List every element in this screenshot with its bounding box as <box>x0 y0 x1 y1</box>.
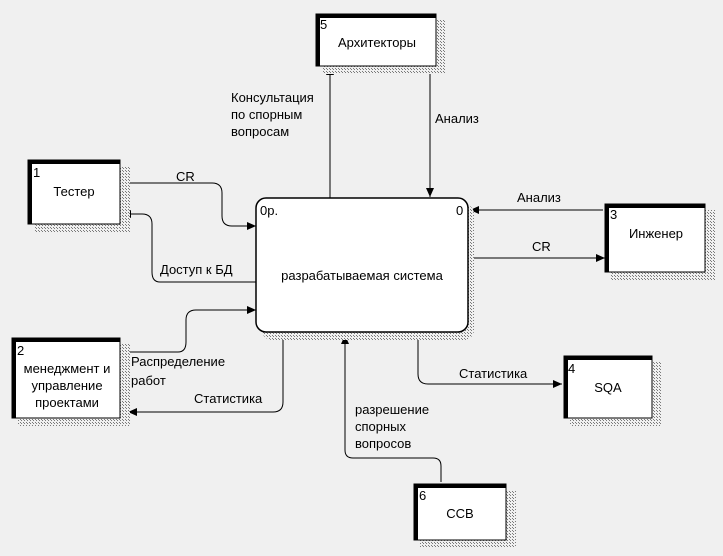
entity-box[interactable] <box>315 13 437 67</box>
flow-tester-to-system[interactable] <box>126 182 256 230</box>
entity-box[interactable] <box>27 159 121 225</box>
entity-sqa[interactable]: 4 SQA <box>563 355 662 426</box>
flow-label-architects-to-system: Анализ <box>435 111 479 126</box>
process-number: 0 <box>456 203 463 218</box>
flow-label-system-to-architects: Консультация <box>231 90 314 105</box>
entity-label: управление <box>31 378 102 393</box>
entity-label: менеджмент и <box>24 361 111 376</box>
process-label: разрабатываемая система <box>281 268 443 283</box>
entity-number: 5 <box>320 17 327 32</box>
entity-box[interactable] <box>11 337 121 419</box>
entity-label: Архитекторы <box>338 35 416 50</box>
entity-box[interactable] <box>413 483 507 541</box>
entity-label: CCB <box>446 506 473 521</box>
entity-ccb[interactable]: 6 CCB <box>413 483 516 548</box>
flow-label-ccb-to-system: разрешение <box>355 402 429 417</box>
flow-label-system-to-sqa: Статистика <box>459 366 528 381</box>
entity-number: 6 <box>419 488 426 503</box>
flow-system-to-management[interactable] <box>128 334 284 416</box>
entity-label: Тестер <box>53 184 94 199</box>
flow-label-system-to-architects: по спорным <box>231 107 302 122</box>
entity-number: 1 <box>33 165 40 180</box>
entity-management[interactable]: 2 менеджмент и управление проектами <box>11 337 130 426</box>
flow-label-system-to-management: Статистика <box>194 391 263 406</box>
flow-label-management-to-system: Распределение <box>131 354 225 369</box>
flow-labels: CR Доступ к БД Распределение работ Стати… <box>131 90 561 451</box>
flow-label-tester-to-system: CR <box>176 169 195 184</box>
entity-number: 3 <box>610 207 617 222</box>
flow-system-to-sqa[interactable] <box>417 336 562 388</box>
flow-ccb-to-system[interactable] <box>341 335 442 482</box>
entity-label: Инженер <box>629 226 683 241</box>
entity-box[interactable] <box>563 355 653 419</box>
entity-number: 4 <box>568 361 575 376</box>
process-node[interactable]: 0р. 0 разрабатываемая система <box>255 197 474 340</box>
entity-label: проектами <box>35 395 99 410</box>
entity-label: SQA <box>594 380 622 395</box>
flow-label-system-to-architects: вопросам <box>231 124 289 139</box>
flow-label-engineer-to-system: Анализ <box>517 190 561 205</box>
flow-label-ccb-to-system: вопросов <box>355 436 411 451</box>
process-id: 0р. <box>260 203 278 218</box>
entity-box[interactable] <box>604 203 706 273</box>
process-box[interactable] <box>255 197 469 333</box>
flow-label-management-to-system: работ <box>131 373 166 388</box>
entity-architects[interactable]: 5 Архитекторы <box>315 13 446 74</box>
flows <box>122 66 605 482</box>
flow-label-system-to-tester: Доступ к БД <box>160 262 233 277</box>
entity-tester[interactable]: 1 Тестер <box>27 159 130 232</box>
flow-label-system-to-engineer: CR <box>532 239 551 254</box>
flow-system-to-tester[interactable] <box>122 210 256 283</box>
flow-label-ccb-to-system: спорных <box>355 419 407 434</box>
flow-management-to-system[interactable] <box>126 306 256 353</box>
entity-engineer[interactable]: 3 Инженер <box>604 203 715 280</box>
entity-number: 2 <box>17 343 24 358</box>
